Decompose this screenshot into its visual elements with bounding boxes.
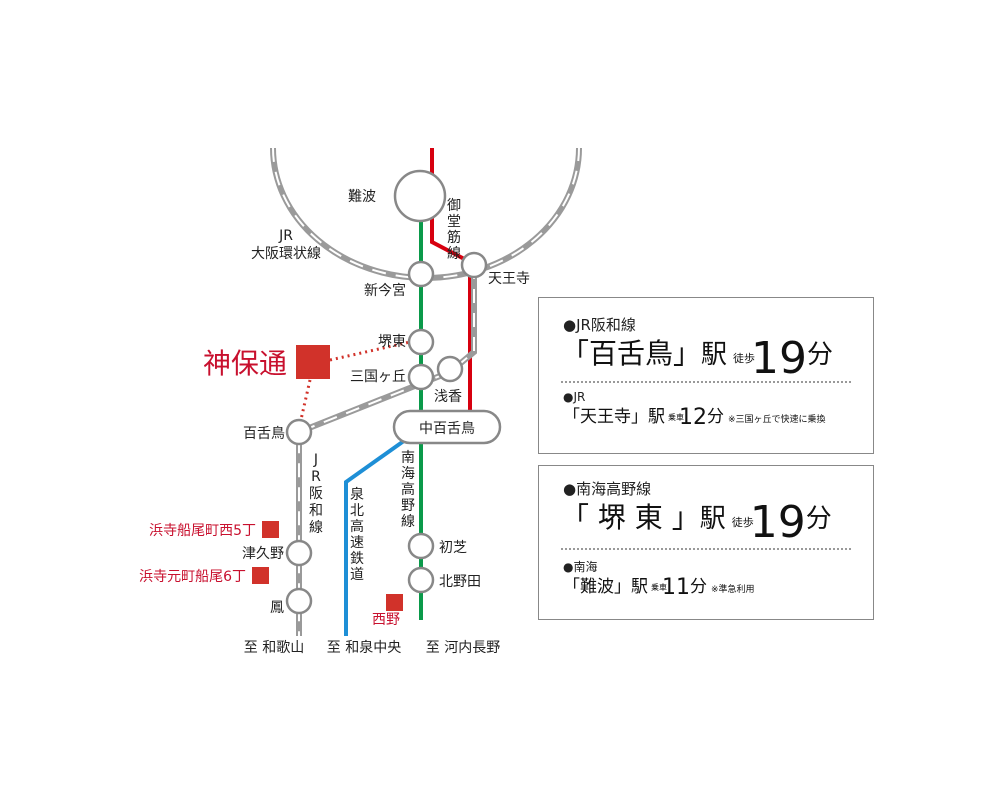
station-sakaihigashi-label: 堺東 bbox=[378, 334, 406, 350]
target-label: 神保通 bbox=[203, 347, 287, 380]
card-eki: 駅 bbox=[701, 340, 728, 370]
dest-wakayama: 至 和歌山 bbox=[244, 640, 304, 656]
station-mozu-label: 百舌鳥 bbox=[243, 426, 285, 442]
card-divider bbox=[561, 381, 851, 383]
station-tsukuno-label: 津久野 bbox=[242, 546, 284, 562]
card-sub-access: 「天王寺」駅乗車12分 ※三国ヶ丘で快速に乗換 bbox=[563, 402, 826, 430]
card-sub-unit: 分 bbox=[690, 577, 707, 597]
dest-izumichuo: 至 和泉中央 bbox=[327, 639, 401, 656]
busstop-marker-2 bbox=[252, 567, 269, 584]
station-shinimamiya-marker bbox=[407, 260, 435, 288]
station-otori-label: 鳳 bbox=[270, 600, 284, 616]
card-minutes: 19 bbox=[749, 497, 806, 548]
access-card-jr: ●JR阪和線 「百舌鳥」駅徒歩19分 ●JR 「天王寺」駅乗車12分※三国ヶ丘で… bbox=[538, 297, 874, 454]
walk-route bbox=[298, 340, 411, 425]
card-sub-heading: ●JR bbox=[563, 390, 586, 404]
station-tsukuno-marker bbox=[285, 539, 313, 567]
station-kitanoda-marker bbox=[407, 566, 435, 594]
access-card-nankai: ●南海高野線 「 堺 東 」駅徒歩19分 ●南海 「難波」駅乗車11分※準急利用 bbox=[538, 465, 874, 620]
target-marker bbox=[296, 345, 330, 379]
card-line-heading: ●南海高野線 bbox=[563, 480, 652, 498]
station-mozu-marker bbox=[285, 418, 313, 446]
card-line-heading: ●JR阪和線 bbox=[563, 316, 636, 334]
jr-loop-label-1: JR bbox=[278, 228, 293, 244]
station-kitanoda-label: 北野田 bbox=[439, 574, 481, 590]
station-namba-label: 難波 bbox=[348, 189, 376, 205]
card-sub-station: 「天王寺」 bbox=[563, 407, 648, 427]
card-unit: 分 bbox=[805, 504, 832, 534]
busstop-marker-1 bbox=[262, 521, 279, 538]
card-minutes: 19 bbox=[751, 333, 808, 384]
jr-loop-label-2: 大阪環状線 bbox=[251, 246, 321, 262]
card-mode: 徒歩 bbox=[733, 351, 756, 365]
station-hatsushiba-marker bbox=[407, 532, 435, 560]
card-sub-eki: 駅 bbox=[631, 577, 648, 597]
card-station: 「百舌鳥」 bbox=[561, 337, 702, 370]
card-sub-mode: 乗車 bbox=[668, 412, 684, 422]
card-station: 「 堺 東 」 bbox=[561, 501, 700, 534]
card-sub-eki: 駅 bbox=[648, 407, 665, 427]
station-tennoji-label: 天王寺 bbox=[488, 271, 530, 287]
dest-kawachinagano: 至 河内長野 bbox=[426, 640, 500, 656]
card-sub-station: 「難波」 bbox=[563, 577, 631, 597]
card-sub-minutes: 12 bbox=[679, 405, 707, 430]
card-mode: 徒歩 bbox=[731, 515, 754, 529]
station-shinimamiya-label: 新今宮 bbox=[364, 283, 406, 299]
station-nishino-label: 西野 bbox=[372, 612, 400, 628]
semboku-line bbox=[344, 436, 410, 636]
station-asaka-label: 浅香 bbox=[434, 389, 462, 405]
midosuji-line-label: 御堂筋線 bbox=[447, 198, 461, 262]
semboku-line-label: 泉北高速鉄道 bbox=[350, 486, 364, 583]
card-main-access: 「百舌鳥」駅徒歩19分 bbox=[561, 332, 833, 384]
card-sub-note: ※三国ヶ丘で快速に乗換 bbox=[728, 415, 826, 425]
station-nakamozu-label: 中百舌鳥 bbox=[419, 421, 475, 437]
card-sub-mode: 乗車 bbox=[651, 582, 667, 592]
busstop-label-1: 浜寺船尾町西5丁 bbox=[149, 523, 256, 539]
card-divider bbox=[561, 548, 851, 550]
station-markers bbox=[285, 169, 502, 615]
card-sub-heading: ●南海 bbox=[563, 560, 598, 574]
koya-line-label: 南海高野線 bbox=[401, 450, 415, 530]
card-main-access: 「 堺 東 」駅徒歩19分 bbox=[561, 496, 832, 548]
station-nakamozu-marker bbox=[392, 409, 502, 445]
station-mikunigaoka-marker bbox=[407, 363, 435, 391]
card-sub-minutes: 11 bbox=[662, 575, 690, 600]
station-mikunigaoka-label: 三国ヶ丘 bbox=[350, 369, 406, 385]
busstop-label-2: 浜寺元町船尾6丁 bbox=[139, 569, 246, 585]
station-tennoji-marker bbox=[460, 251, 488, 279]
station-sakaihigashi-marker bbox=[407, 328, 435, 356]
card-sub-note: ※準急利用 bbox=[711, 585, 755, 595]
card-sub-access: 「難波」駅乗車11分 ※準急利用 bbox=[563, 572, 755, 600]
card-eki: 駅 bbox=[699, 504, 726, 534]
station-namba-marker bbox=[393, 169, 447, 223]
station-asaka-marker bbox=[436, 355, 464, 383]
nishino-marker bbox=[386, 594, 403, 611]
card-sub-unit: 分 bbox=[707, 407, 724, 427]
station-otori-marker bbox=[285, 587, 313, 615]
station-hatsushiba-label: 初芝 bbox=[439, 539, 467, 556]
card-unit: 分 bbox=[807, 340, 834, 370]
